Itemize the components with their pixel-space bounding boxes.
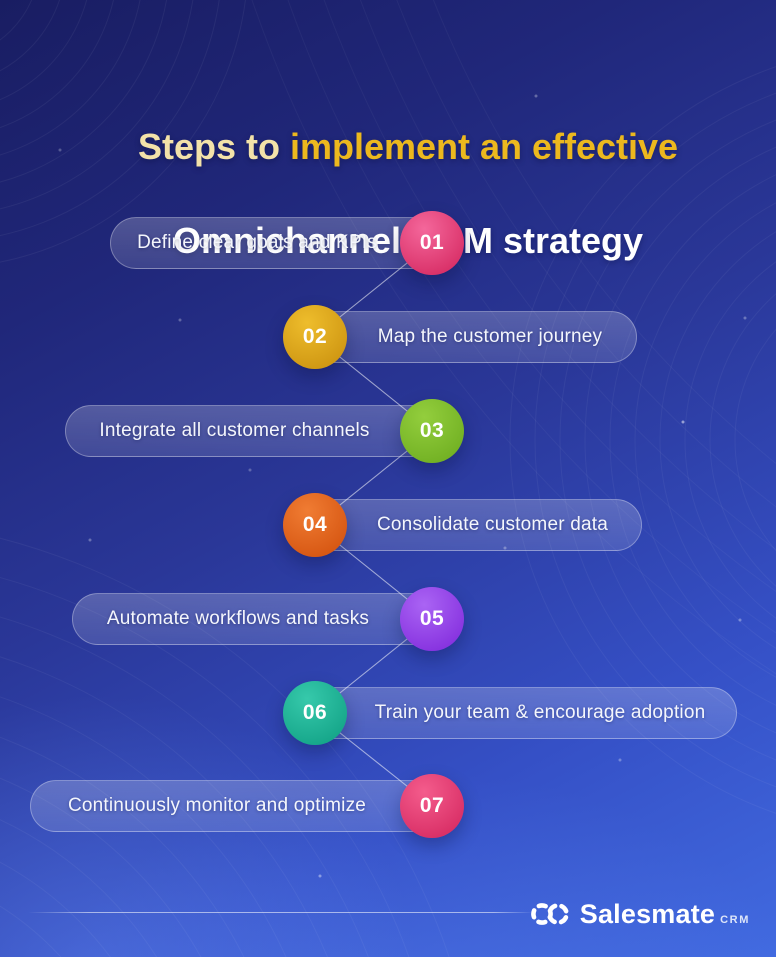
page-title: Steps to implement an effective Omnichan… [0, 76, 776, 311]
step-number-badge: 07 [400, 774, 464, 838]
step-pill: Automate workflows and tasks [72, 593, 456, 645]
step-label: Consolidate customer data [376, 514, 608, 535]
step-number-badge: 02 [283, 305, 347, 369]
step-pill: Train your team & encourage adoption [291, 687, 737, 739]
title-accent-light: Steps to [137, 126, 290, 168]
step-label: Automate workflows and tasks [106, 608, 370, 629]
step-number-badge: 04 [283, 493, 347, 557]
title-accent-gold: implement an effective [289, 126, 679, 168]
step-pill: Map the customer journey [291, 311, 637, 363]
step-number-badge: 06 [283, 681, 347, 745]
brand-wordmark: Salesmate CRM [580, 899, 750, 930]
step-pill: Integrate all customer channels [65, 405, 456, 457]
step-label: Integrate all customer channels [99, 420, 370, 441]
chain-link-icon [530, 903, 569, 925]
brand-logo: Salesmate CRM [529, 894, 750, 934]
brand-suffix: CRM [720, 913, 750, 926]
step-row: Map the customer journey 02 [0, 305, 776, 369]
step-row: Continuously monitor and optimize 07 [0, 774, 776, 838]
step-label: Define clear goals and KPIs [137, 232, 377, 253]
footer-divider [28, 912, 534, 913]
step-number-badge: 03 [400, 399, 464, 463]
step-row: Automate workflows and tasks 05 [0, 587, 776, 651]
step-row: Train your team & encourage adoption 06 [0, 681, 776, 745]
brand-name: Salesmate [579, 898, 716, 929]
step-label: Continuously monitor and optimize [67, 795, 367, 816]
step-number-badge: 01 [400, 211, 464, 275]
step-label: Train your team & encourage adoption [374, 702, 706, 723]
step-row: Consolidate customer data 04 [0, 493, 776, 557]
step-pill: Define clear goals and KPIs [110, 217, 456, 269]
step-row: Define clear goals and KPIs 01 [0, 211, 776, 275]
step-row: Integrate all customer channels 03 [0, 399, 776, 463]
step-pill: Continuously monitor and optimize [30, 780, 456, 832]
step-number-badge: 05 [400, 587, 464, 651]
step-label: Map the customer journey [377, 326, 603, 347]
